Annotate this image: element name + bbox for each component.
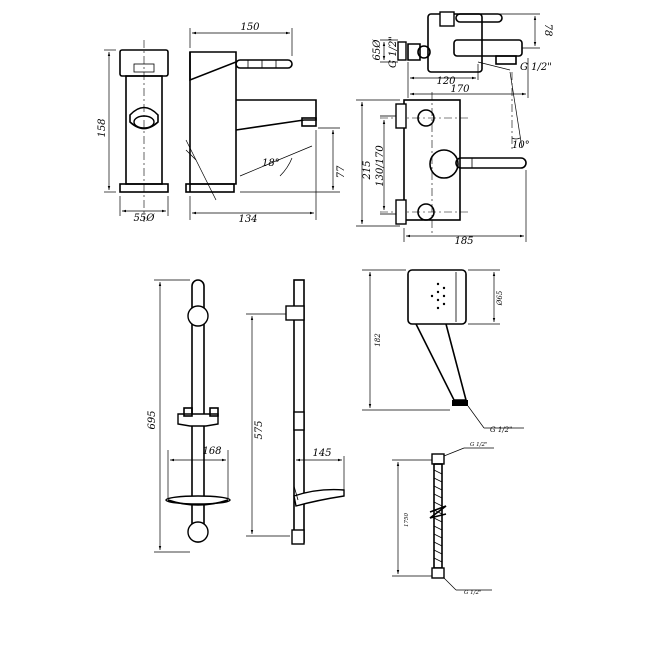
bath-angle-label: 10°: [512, 140, 530, 151]
bath-depth-label: 78: [542, 24, 553, 37]
bath-width-label: 185: [454, 236, 473, 247]
hand-shower-thread-label: G 1/2": [490, 426, 512, 434]
rail-soap-width-label: 168: [202, 446, 221, 457]
rail-soap-depth-label: 145: [312, 448, 331, 459]
rail-height-label: 695: [147, 410, 158, 429]
hand-shower-head-diameter-label: Ø65: [496, 290, 504, 306]
faucet-side-view: 150 134 77 18°: [185, 22, 347, 225]
bath-thread-left-label: G 1/2": [388, 36, 399, 68]
shower-rail-front-view: 695 168: [147, 279, 231, 553]
bath-mixer-front-view: 215 130/170 185: [356, 92, 527, 247]
faucet-angle-label: 18°: [262, 158, 280, 169]
hose-top-thread-label: G 1/2": [470, 442, 488, 448]
rail-side-height-label: 575: [254, 420, 265, 439]
faucet-front-view: 158 55Ø: [97, 40, 169, 224]
bath-overall-label: 170: [450, 84, 470, 95]
shower-rail-side-view: 575 145: [246, 279, 345, 545]
bath-diameter-label: 65Ø: [372, 39, 383, 61]
bath-height-label: 215: [362, 160, 373, 180]
faucet-width-label: 150: [240, 22, 260, 33]
bath-thread-right-label: G 1/2": [520, 62, 552, 73]
hose-bottom-thread-label: G 1/2": [464, 590, 482, 596]
hose-length-label: 1750: [404, 513, 410, 527]
bath-centers-label: 130/170: [375, 145, 386, 187]
faucet-spout-height-label: 77: [336, 165, 347, 178]
faucet-height-label: 158: [97, 118, 108, 137]
shower-head-dots: [430, 282, 446, 310]
shower-hose: G 1/2" 1750 G 1/2": [392, 442, 494, 596]
bath-mixer-top-view: 65Ø G 1/2" G 1/2" 78 120 170 10°: [372, 11, 553, 151]
faucet-base-label: 134: [238, 214, 257, 225]
hand-shower: 182 Ø65 G 1/2": [362, 269, 524, 434]
hand-shower-length-label: 182: [374, 333, 382, 347]
bath-spout-label: 120: [436, 76, 456, 87]
faucet-width-label: 55Ø: [134, 213, 156, 224]
